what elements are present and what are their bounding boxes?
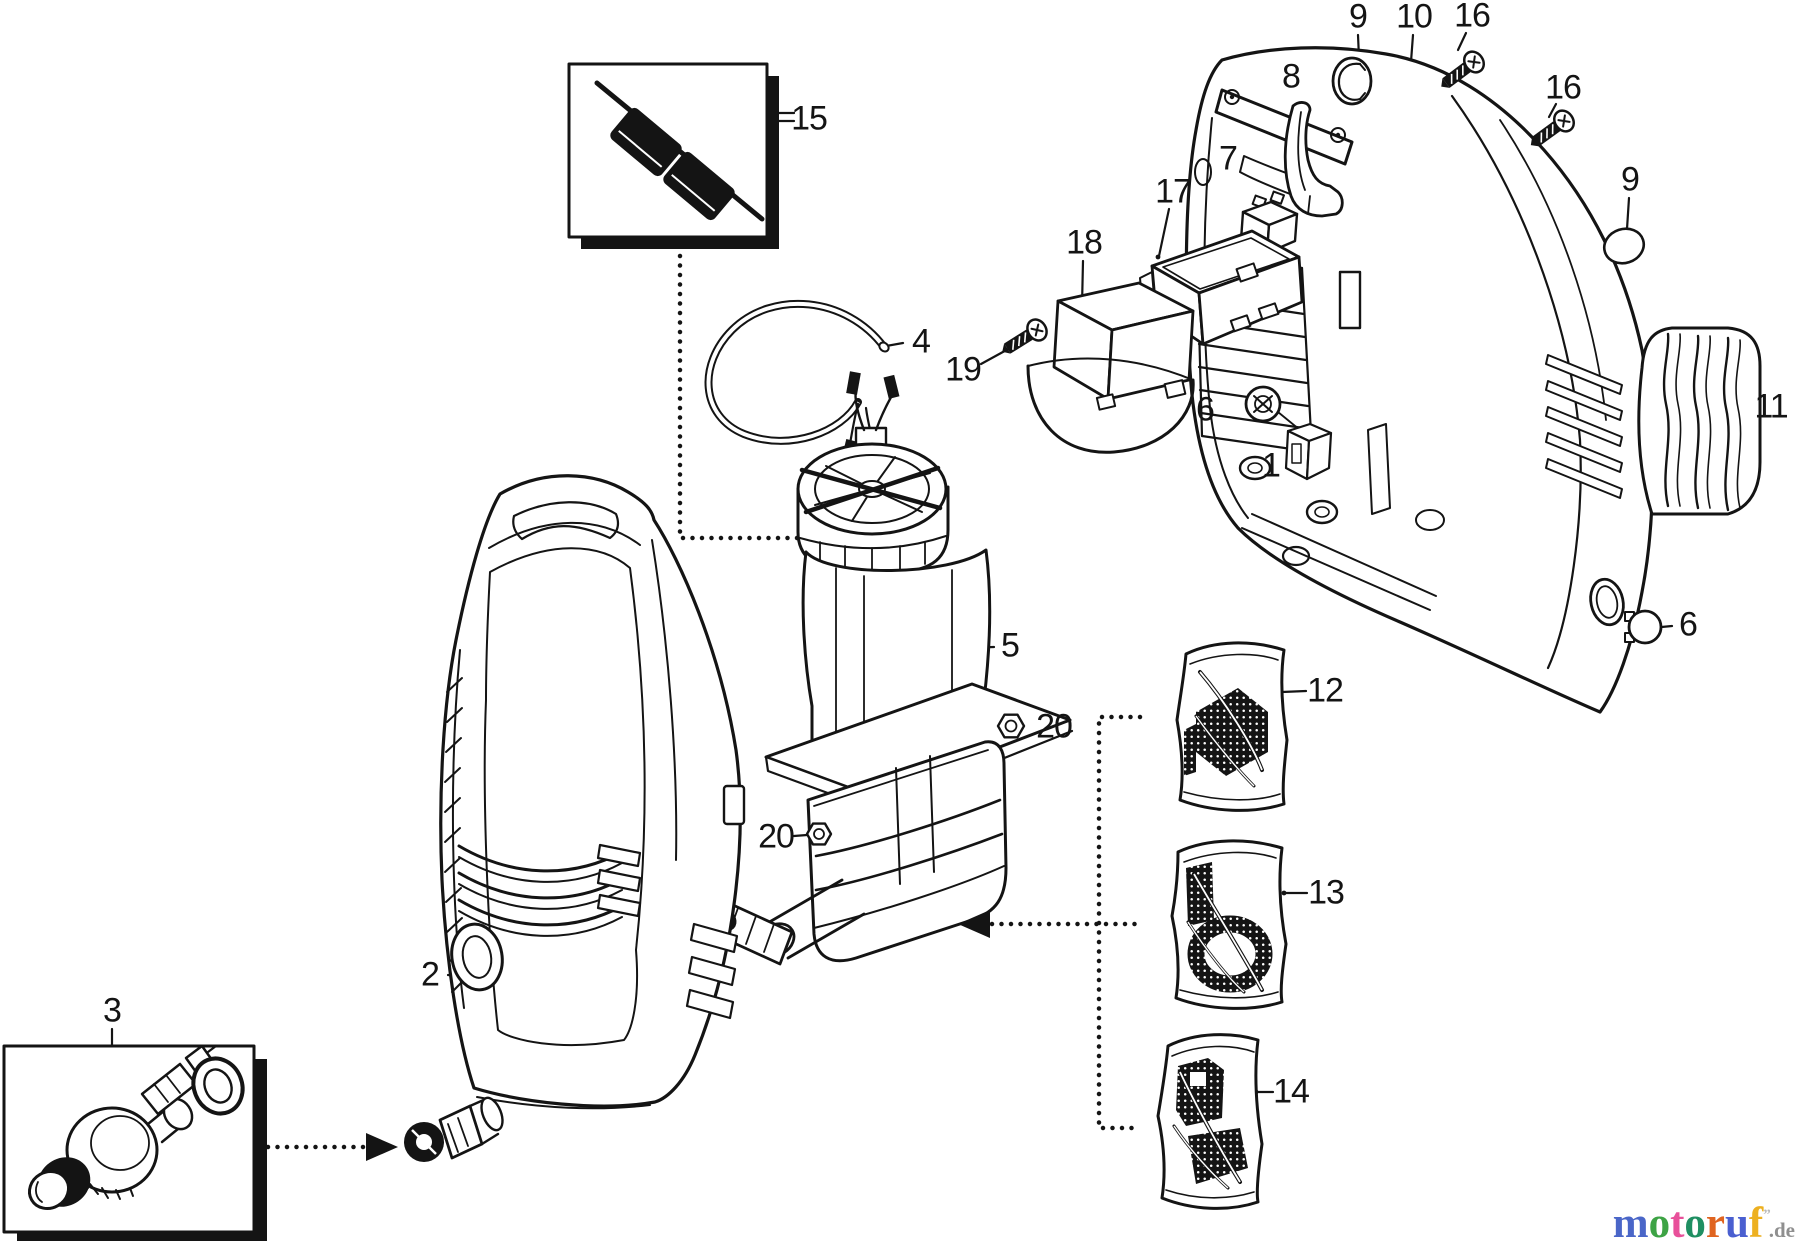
screw-19 [995,314,1052,363]
cable-hook-part-8 [1283,101,1344,218]
knob-part-6b [1624,609,1663,645]
part-label-1: 1 [1262,446,1281,485]
part-label-6b: 6 [1679,605,1698,644]
part-label-13: 13 [1308,873,1345,912]
logo-letter: f [1748,1200,1764,1241]
part-label-15: 15 [791,99,828,138]
capacitor-2 [663,151,735,221]
ring-part-9a [1331,56,1373,106]
disc-part-9b [1602,227,1646,265]
edge-grip-hatching [444,677,467,993]
o-ring [191,1056,245,1116]
clamp-part-11 [1637,326,1762,516]
side-vent-slats [1545,354,1623,499]
logo-letter: t [1670,1200,1685,1241]
logo-word: motoruf [1613,1200,1764,1241]
arrowhead [958,910,990,938]
part-label-10: 10 [1396,0,1433,36]
bag-part-14 [1156,1033,1264,1210]
handle-bar [1214,88,1354,166]
inlet-coupling [404,1096,504,1162]
logo-letter: r [1705,1200,1725,1241]
part-label-5: 5 [1001,626,1020,665]
part-label-16b: 16 [1545,68,1582,107]
part-label-19: 19 [945,350,982,389]
logo-letter: o [1648,1200,1671,1241]
suppressor-kit-box [567,62,779,249]
part-label-9b: 9 [1621,160,1640,199]
logo-tld: .de [1768,1218,1795,1241]
part-label-3: 3 [103,991,122,1030]
part-label-4: 4 [912,322,931,361]
knob-part-6a [1244,385,1301,431]
inlet-filter-kit-box [2,1044,267,1241]
part-label-9a: 9 [1349,0,1368,36]
arrowhead [366,1133,398,1161]
logo-letter: o [1684,1200,1706,1241]
dotted-pointer-3 [265,1133,398,1161]
nut-20b [805,822,833,846]
nut-20a [996,713,1026,739]
part-label-2: 2 [421,955,440,994]
rear-housing-part-10 [1184,46,1655,714]
capacitor-1 [610,107,682,177]
dotted-bracket-bags [958,714,1143,1131]
part-label-16a: 16 [1454,0,1491,35]
part-label-8: 8 [1282,57,1301,96]
part-label-14: 14 [1273,1072,1310,1111]
logo-tick: ” [1763,1207,1770,1223]
bag-part-12 [1175,641,1289,812]
logo-letter: u [1725,1200,1749,1241]
part-label-18: 18 [1066,223,1103,262]
part-label-7: 7 [1219,139,1238,178]
logo-letter: m [1612,1200,1649,1241]
hose-coupler [27,1097,194,1211]
part-label-20a: 20 [1036,707,1073,746]
part-label-11: 11 [1754,387,1788,426]
fan-guard [796,442,948,536]
watermark-logo[interactable]: motoruf”.de [1545,1192,1795,1241]
bag-part-13 [1170,839,1288,1010]
switch-part-1 [1284,422,1333,481]
part-label-17: 17 [1155,172,1192,211]
part-label-12: 12 [1307,671,1344,710]
capacitor-box-part-18 [1026,281,1195,454]
part-label-20b: 20 [758,817,795,856]
side-vent-slats [596,843,739,1020]
part-label-6a: 6 [1196,390,1215,429]
front-housing-part-2 [439,474,746,1110]
